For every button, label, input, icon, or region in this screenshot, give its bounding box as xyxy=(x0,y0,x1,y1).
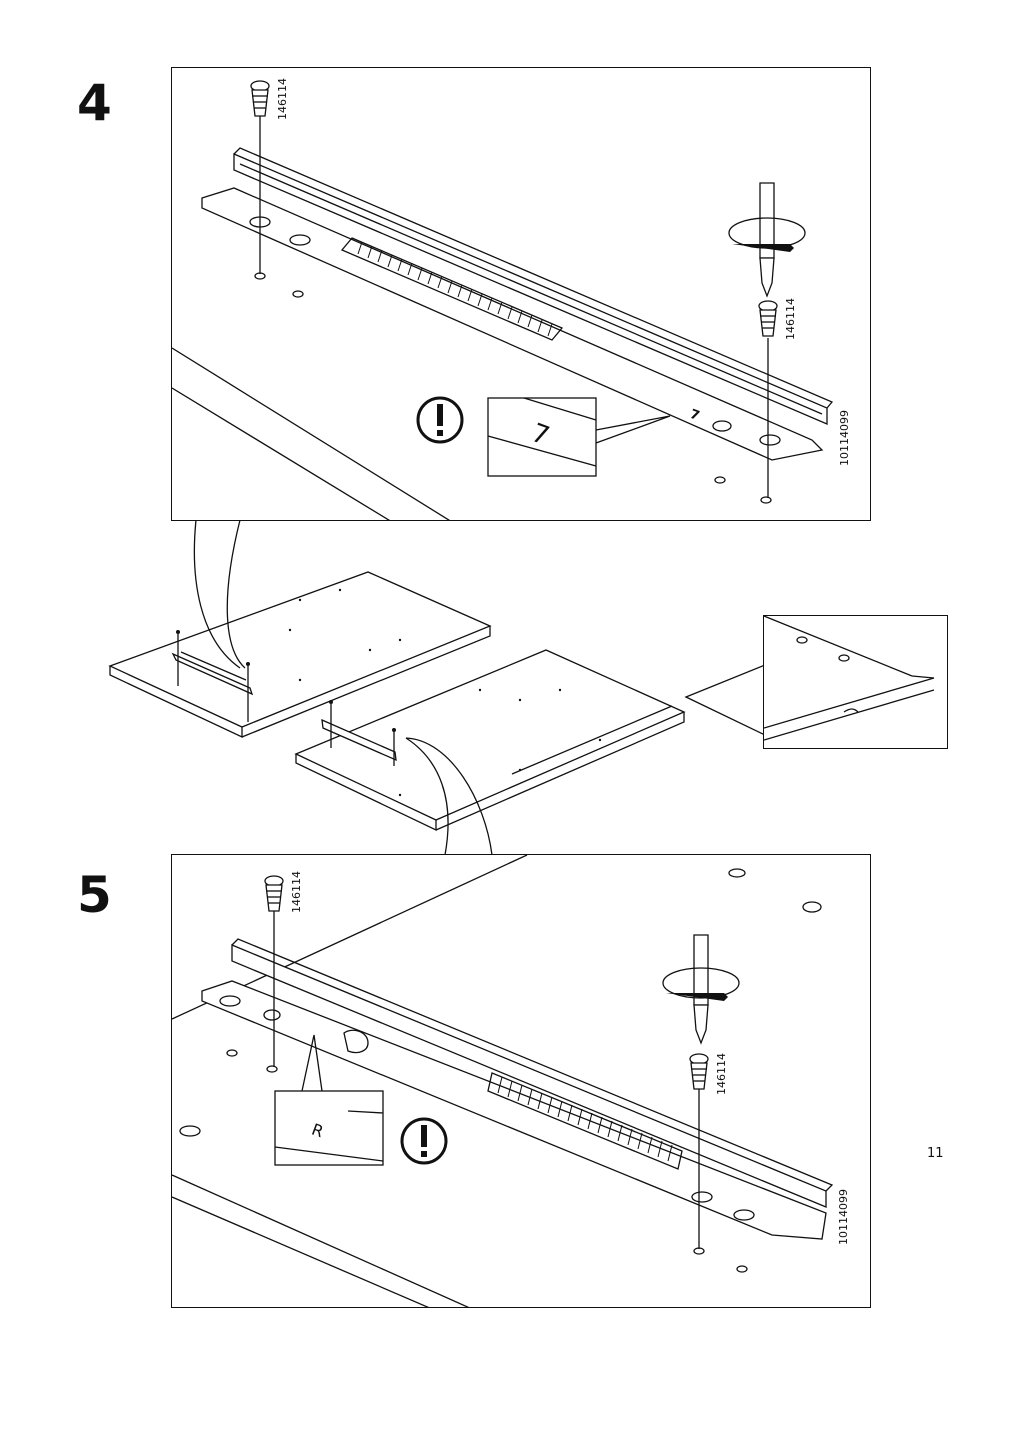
page-number: 11 xyxy=(927,1146,944,1161)
part-number-label: 146114 xyxy=(276,78,289,120)
step-number: 4 xyxy=(77,74,112,132)
detail-inset xyxy=(763,615,948,749)
article-number-label: 10114099 xyxy=(837,1189,850,1245)
step-number: 5 xyxy=(77,866,112,924)
part-number-label: 146114 xyxy=(290,871,303,913)
part-number-label: 146114 xyxy=(784,298,797,340)
step-illustration-panel: R 146114 146114 10114099 xyxy=(171,854,871,1308)
article-number-label: 10114099 xyxy=(838,410,851,466)
step-illustration-panel: 7 7 146114 146114 10114099 xyxy=(171,67,871,521)
part-number-label: 146114 xyxy=(715,1053,728,1095)
